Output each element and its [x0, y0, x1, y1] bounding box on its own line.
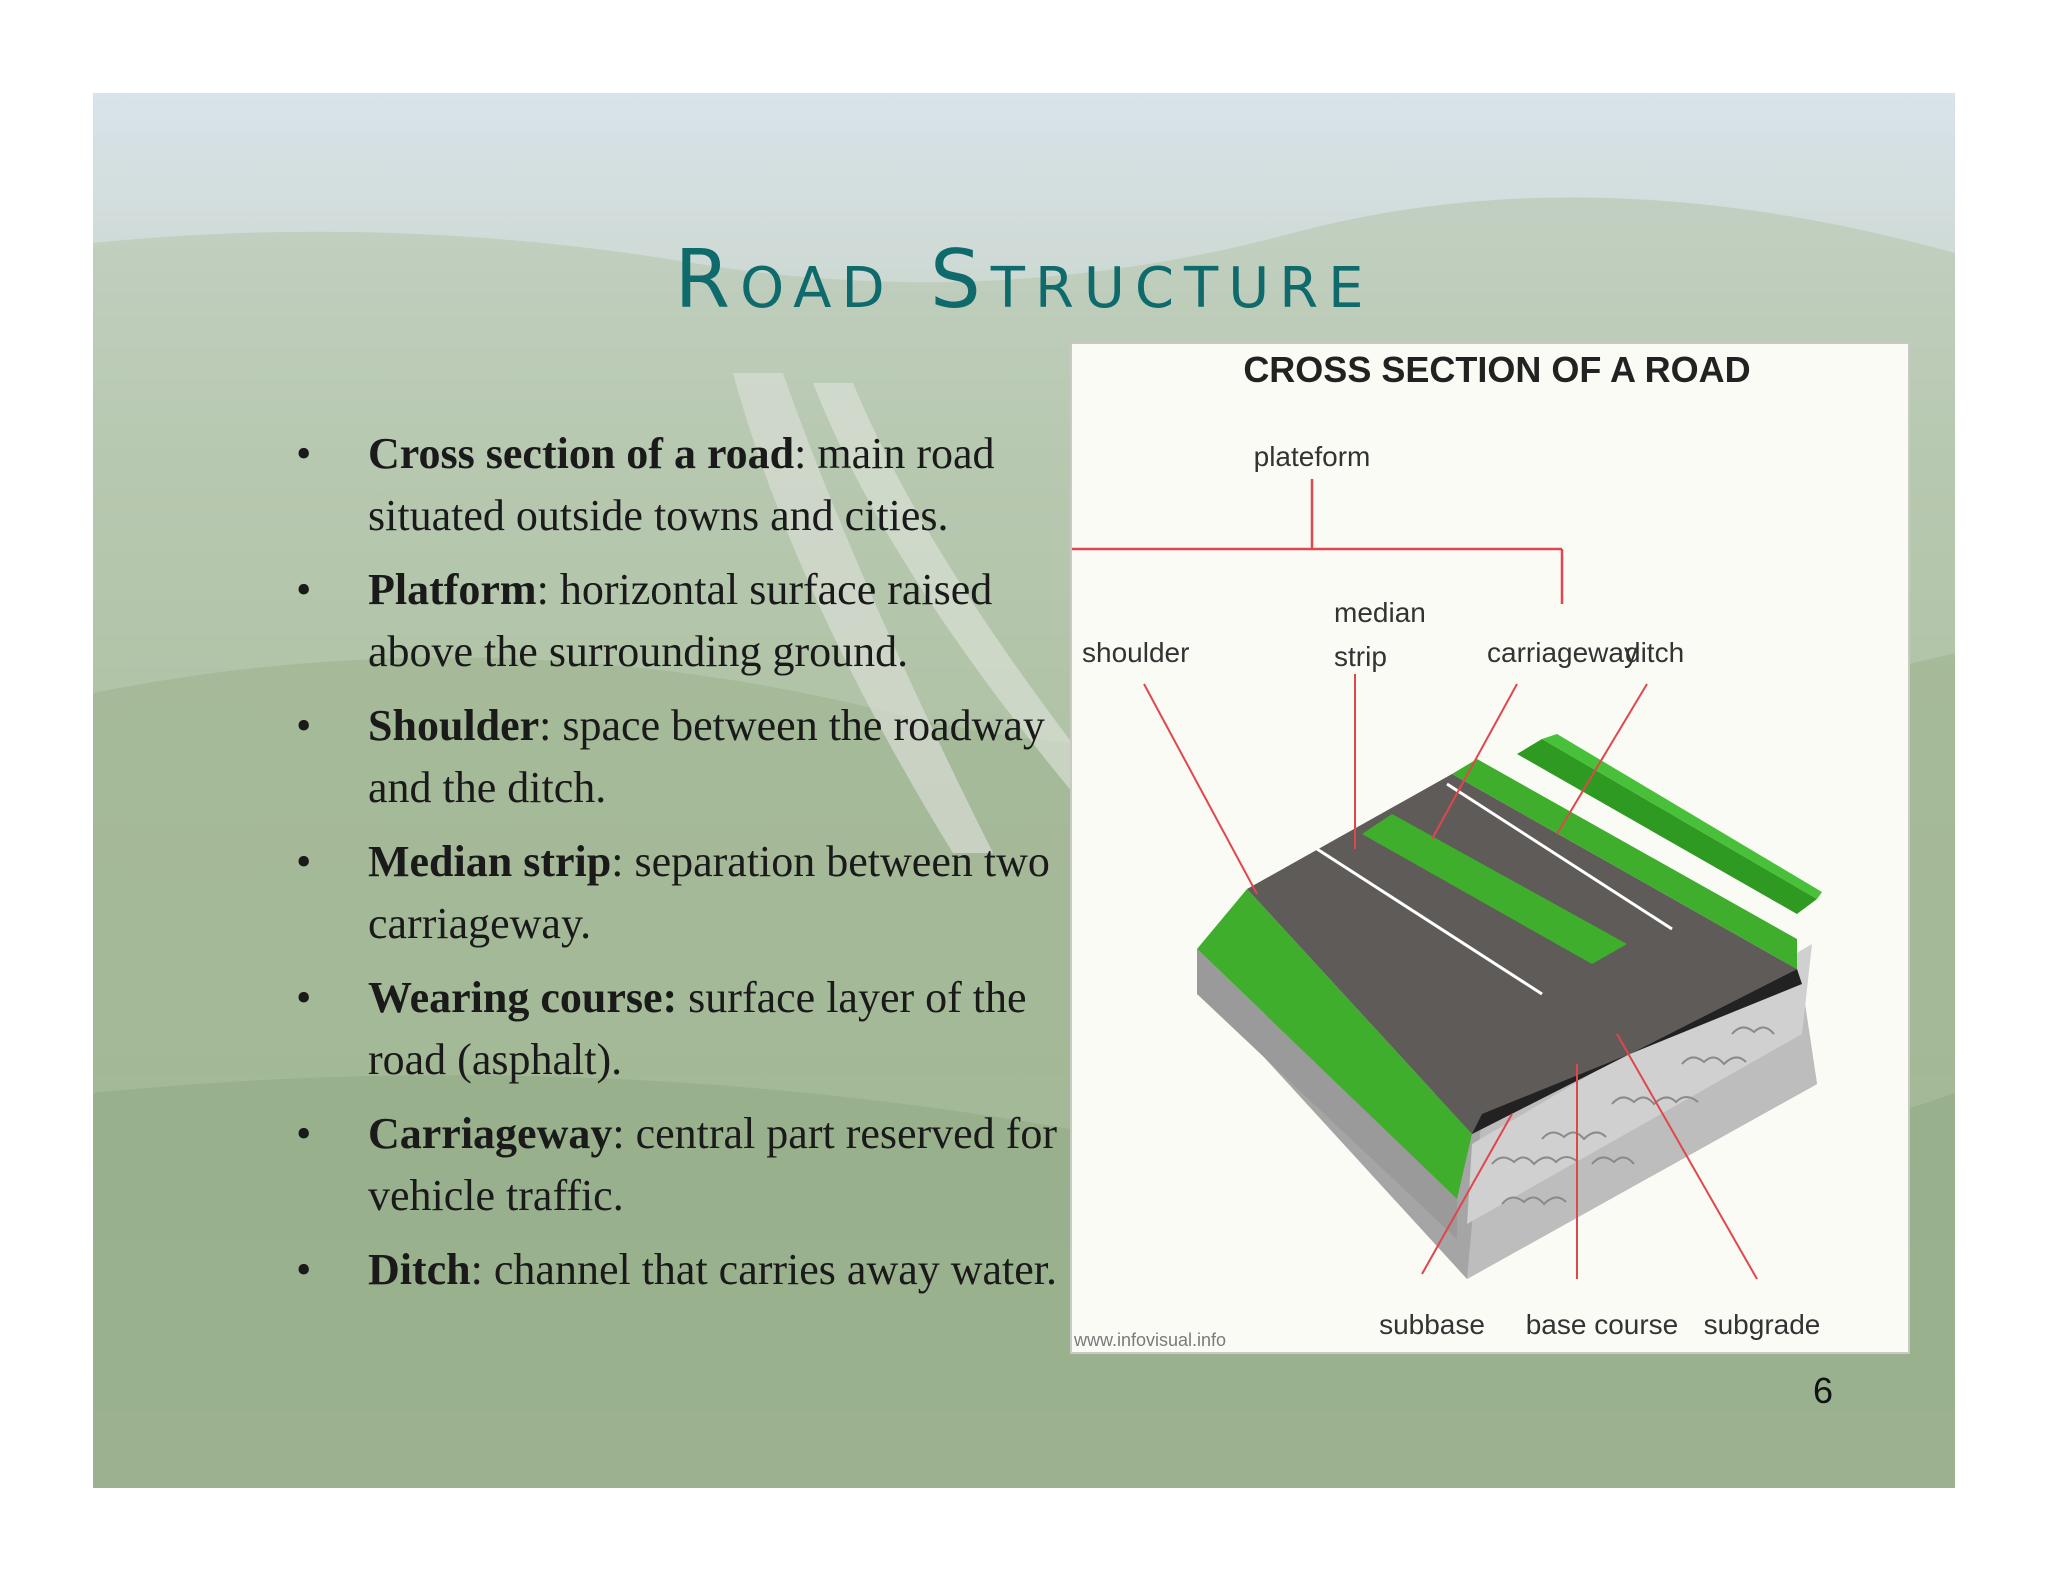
bullet-term: Median strip [368, 837, 612, 886]
bullet-dot: • [296, 565, 312, 614]
bullet-item: • Shoulder: space between the roadway and… [203, 695, 1103, 819]
bullet-item: • Carriageway: central part reserved for … [203, 1103, 1103, 1227]
bullet-item: • Ditch: channel that carries away water. [203, 1239, 1103, 1301]
label-carriageway: carriageway [1487, 637, 1638, 668]
figure-title: CROSS SECTION OF A ROAD [1243, 349, 1750, 390]
road-cross-section-diagram: CROSS SECTION OF A ROAD plateform should… [1072, 349, 1822, 1350]
label-plateform: plateform [1254, 441, 1371, 472]
bullet-desc: : central part reserved for vehicle traf… [368, 1109, 1058, 1220]
label-subbase: subbase [1379, 1309, 1485, 1340]
label-strip: strip [1334, 641, 1387, 672]
road-cross-section-figure: CROSS SECTION OF A ROAD plateform should… [1070, 342, 1910, 1354]
bullet-desc: : space between the roadway and the ditc… [368, 701, 1078, 812]
bullet-dot: • [296, 1109, 312, 1158]
bullet-dot: • [296, 1245, 312, 1294]
bullet-term: Shoulder [368, 701, 540, 750]
label-ditch: ditch [1625, 637, 1684, 668]
figure-watermark: www.infovisual.info [1073, 1330, 1226, 1350]
bullet-term: Wearing course: [368, 973, 678, 1022]
bullet-desc: surface layer of the road (asphalt). [368, 973, 1027, 1084]
bullet-item: • Cross section of a road: main road situ… [203, 423, 1103, 547]
bullet-term: Carriageway [368, 1109, 613, 1158]
bullet-term: Platform [368, 565, 537, 614]
leader-lines [1143, 674, 1758, 1280]
bullet-term: Ditch [368, 1245, 471, 1294]
road-block [1197, 734, 1822, 1279]
bullet-desc: : main road situated outside towns and c… [368, 429, 995, 540]
bullet-item: • Wearing course: surface layer of the ro… [203, 967, 1103, 1091]
bullet-desc: : horizontal surface raised above the su… [368, 565, 993, 676]
bullet-dot: • [296, 837, 312, 886]
bullet-term: Cross section of a road [368, 429, 795, 478]
label-median: median [1334, 597, 1426, 628]
bullet-desc: : channel that carries away water. [470, 1245, 1058, 1294]
plateform-bracket [1072, 479, 1564, 604]
label-subgrade: subgrade [1704, 1309, 1821, 1340]
bullet-desc: : separation between two carriageway. [368, 837, 1050, 948]
bullet-dot: • [296, 973, 312, 1022]
bullet-dot: • [296, 429, 312, 478]
bullet-dot: • [296, 701, 312, 750]
slide-title: Road Structure [674, 233, 1374, 326]
bullet-list: • Cross section of a road: main road situ… [203, 423, 1103, 1313]
label-shoulder: shoulder [1082, 637, 1189, 668]
label-base-course: base course [1526, 1309, 1679, 1340]
bullet-item: • Median strip: separation between two ca… [203, 831, 1103, 955]
page-number: 6 [1813, 1370, 1834, 1411]
slide: Road Structure • Cross section of a road:… [93, 93, 1955, 1488]
bullet-item: • Platform: horizontal surface raised abo… [203, 559, 1103, 683]
